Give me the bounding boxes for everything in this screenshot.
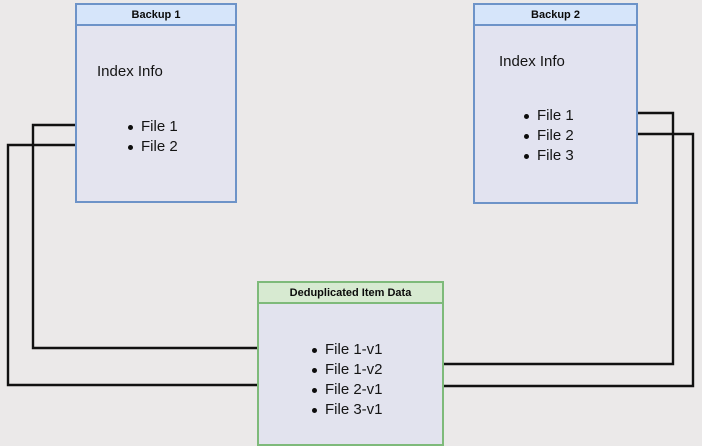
backup1-file-item: File 1	[126, 117, 178, 137]
dedup-item: File 1-v2	[310, 360, 383, 380]
backup2-file-item: File 2	[522, 126, 574, 146]
connector-backup2-file2-to-file2v1	[394, 132, 695, 390]
dedup-item: File 3-v1	[310, 400, 383, 420]
backup2-file-item: File 1	[522, 106, 574, 126]
backup1-header: Backup 1	[77, 5, 235, 26]
backup2-header: Backup 2	[475, 5, 636, 26]
backup2-box: Backup 2 Index Info File 1 File 2 File 3	[473, 3, 638, 204]
backup1-box: Backup 1 Index Info File 1 File 2	[75, 3, 237, 203]
deduplicated-item-data-box: Deduplicated Item Data File 1-v1 File 1-…	[257, 281, 444, 446]
backup1-file-list: File 1 File 2	[126, 117, 178, 157]
backup1-index-info-label: Index Info	[97, 63, 163, 80]
backup2-index-info-label: Index Info	[499, 53, 565, 70]
dedup-item: File 1-v1	[310, 340, 383, 360]
backup2-file-item: File 3	[522, 146, 574, 166]
connector-backup1-file2-to-file2v1	[6, 143, 304, 389]
backup2-file-list: File 1 File 2 File 3	[522, 106, 574, 166]
backup1-file-item: File 2	[126, 137, 178, 157]
deduplicated-item-data-header: Deduplicated Item Data	[259, 283, 442, 304]
dedup-item: File 2-v1	[310, 380, 383, 400]
deduplicated-item-list: File 1-v1 File 1-v2 File 2-v1 File 3-v1	[310, 340, 383, 420]
